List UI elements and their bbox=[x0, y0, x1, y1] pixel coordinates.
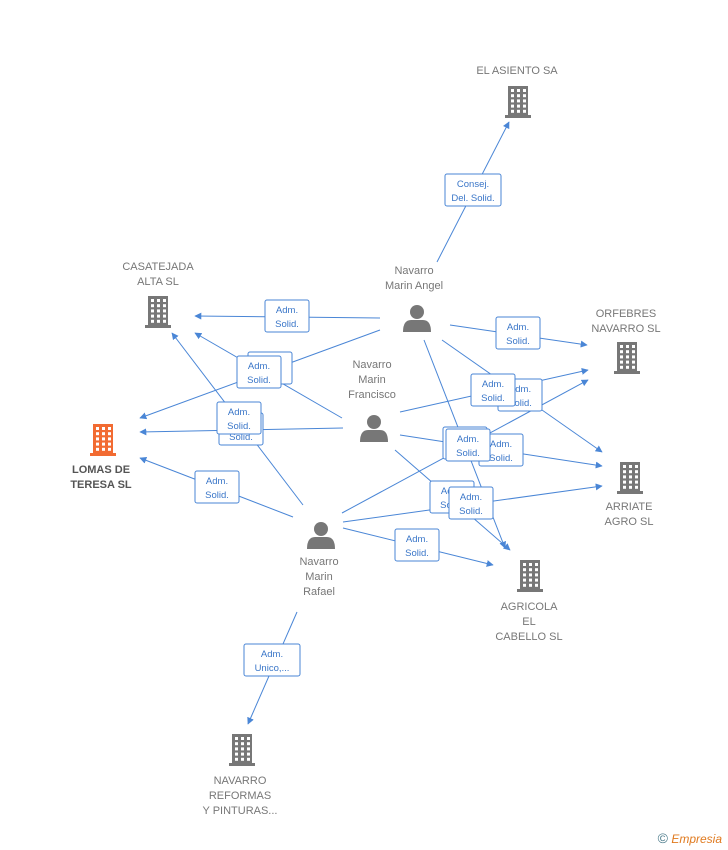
edge-label-text: Adm. bbox=[406, 534, 428, 545]
node-label: Navarro bbox=[352, 359, 391, 371]
edge-label-francisco-agricola[interactable]: Adm. Solid. bbox=[445, 428, 491, 462]
edge-label-text: Solid. bbox=[205, 490, 229, 501]
edge-label-text: Adm. bbox=[276, 305, 298, 316]
building-icon[interactable] bbox=[517, 560, 543, 592]
node-casatejada[interactable]: CASATEJADA ALTA SL bbox=[122, 261, 194, 328]
edge-label-text: Adm. bbox=[460, 492, 482, 503]
edge-label-text: Solid. bbox=[227, 421, 251, 432]
building-icon[interactable] bbox=[90, 424, 116, 456]
node-label: CABELLO SL bbox=[495, 631, 562, 643]
node-label: ORFEBRES bbox=[596, 308, 657, 320]
building-icon[interactable] bbox=[505, 86, 531, 118]
node-label: ALTA SL bbox=[137, 276, 179, 288]
edge-label-francisco-casatejada[interactable]: Adm. Solid. bbox=[236, 355, 282, 389]
edge-label-text: Solid. bbox=[506, 336, 530, 347]
node-label: AGRICOLA bbox=[501, 601, 559, 613]
edge-label-text: Solid. bbox=[247, 375, 271, 386]
edge-label-box[interactable] bbox=[444, 173, 502, 207]
edge-label-text: Solid. bbox=[489, 453, 513, 464]
edge-label-text: Adm. bbox=[490, 439, 512, 450]
copyright-symbol: © bbox=[657, 830, 668, 846]
node-label: Navarro bbox=[299, 556, 338, 568]
node-asiento[interactable]: EL ASIENTO SA bbox=[476, 65, 558, 118]
edge-label-text: Adm. bbox=[482, 379, 504, 390]
person-icon[interactable] bbox=[307, 522, 335, 549]
node-label: NAVARRO bbox=[214, 775, 267, 787]
edge-label-text: Adm. bbox=[509, 384, 531, 395]
edge-label-text: Unico,... bbox=[255, 663, 290, 674]
node-label: Marin bbox=[358, 374, 386, 386]
edge-labels-layer: Consej.Del. Solid.Adm.Solid.Adm.Solid.Ad… bbox=[194, 173, 543, 677]
building-icon[interactable] bbox=[145, 296, 171, 328]
node-label: Navarro bbox=[394, 265, 433, 277]
edge-label-angel-casatejada[interactable]: Adm. Solid. bbox=[264, 299, 310, 333]
edge-label-text: Solid. bbox=[481, 393, 505, 404]
node-label: TERESA SL bbox=[70, 479, 132, 491]
edge-label-text: Solid. bbox=[405, 548, 429, 559]
edge-label-text: Adm. bbox=[457, 434, 479, 445]
edge-label-angel-orfebres[interactable]: Adm. Solid. bbox=[495, 316, 541, 350]
edge-label-rafael-casatejada[interactable]: Adm. Solid. bbox=[216, 401, 262, 435]
edge-label-rafael-lomas[interactable]: Adm. Solid. bbox=[194, 470, 240, 504]
edge-label-box[interactable] bbox=[394, 528, 440, 562]
edge-label-text: Solid. bbox=[508, 398, 532, 409]
node-lomas[interactable]: LOMAS DE TERESA SL bbox=[70, 424, 132, 491]
edge-label-box[interactable] bbox=[194, 470, 240, 504]
person-icon[interactable] bbox=[360, 415, 388, 442]
node-label: Marin Angel bbox=[385, 280, 443, 292]
edge-label-text: Solid. bbox=[456, 448, 480, 459]
nodes-layer: EL ASIENTO SA CASATEJADA ALTA SL LOMAS DE TE… bbox=[70, 65, 660, 817]
node-label: ARRIATE bbox=[606, 501, 653, 513]
edge-label-text: Solid. bbox=[275, 319, 299, 330]
node-label: REFORMAS bbox=[209, 790, 271, 802]
edge-label-box[interactable] bbox=[448, 486, 494, 520]
person-icon[interactable] bbox=[403, 305, 431, 332]
edge-label-box[interactable] bbox=[243, 643, 301, 677]
building-icon[interactable] bbox=[229, 734, 255, 766]
edge-label-text: Adm. bbox=[248, 361, 270, 372]
node-label: Marin bbox=[305, 571, 333, 583]
edge-label-rafael-arriate[interactable]: Adm. Solid. bbox=[448, 486, 494, 520]
node-label: AGRO SL bbox=[605, 516, 654, 528]
node-label: NAVARRO SL bbox=[591, 323, 660, 335]
edge-label-box[interactable] bbox=[236, 355, 282, 389]
edge-label-rafael-reformas[interactable]: Adm. Unico,... bbox=[243, 643, 301, 677]
node-reformas[interactable]: NAVARRO REFORMAS Y PINTURAS... bbox=[203, 734, 278, 817]
edge-label-text: Del. Solid. bbox=[451, 193, 494, 204]
node-orfebres[interactable]: ORFEBRES NAVARRO SL bbox=[591, 308, 661, 374]
edge-label-text: Adm. bbox=[261, 649, 283, 660]
footer-brand: © Empresia bbox=[658, 830, 722, 846]
node-label: CASATEJADA bbox=[122, 261, 194, 273]
edge-label-box[interactable] bbox=[445, 428, 491, 462]
edge-label-box[interactable] bbox=[264, 299, 310, 333]
edge-label-text: Adm. bbox=[206, 476, 228, 487]
node-label: EL ASIENTO SA bbox=[476, 65, 558, 77]
edge-label-box[interactable] bbox=[216, 401, 262, 435]
edge-label-rafael-agricola[interactable]: Adm. Solid. bbox=[394, 528, 440, 562]
edge-label-box[interactable] bbox=[470, 373, 516, 407]
edge-label-angel-asiento[interactable]: Consej. Del. Solid. bbox=[444, 173, 502, 207]
node-agricola[interactable]: AGRICOLA EL CABELLO SL bbox=[495, 560, 563, 643]
node-label: Rafael bbox=[303, 586, 335, 598]
edge-label-box[interactable] bbox=[495, 316, 541, 350]
edge-label-text: Solid. bbox=[229, 432, 253, 443]
edge-label-text: Consej. bbox=[457, 179, 489, 190]
building-icon[interactable] bbox=[617, 462, 643, 494]
edge-label-text: Adm. bbox=[228, 407, 250, 418]
node-arriate[interactable]: ARRIATE AGRO SL bbox=[605, 462, 654, 528]
node-label: LOMAS DE bbox=[72, 464, 130, 476]
node-label: EL bbox=[522, 616, 535, 628]
edge-label-francisco-orfebres[interactable]: Adm. Solid. bbox=[470, 373, 516, 407]
brand-name[interactable]: Empresia bbox=[671, 832, 722, 846]
node-label: Francisco bbox=[348, 389, 396, 401]
node-label: Y PINTURAS... bbox=[203, 805, 278, 817]
edge-label-text: Adm. bbox=[507, 322, 529, 333]
building-icon[interactable] bbox=[614, 342, 640, 374]
edge-label-text: Solid. bbox=[459, 506, 483, 517]
